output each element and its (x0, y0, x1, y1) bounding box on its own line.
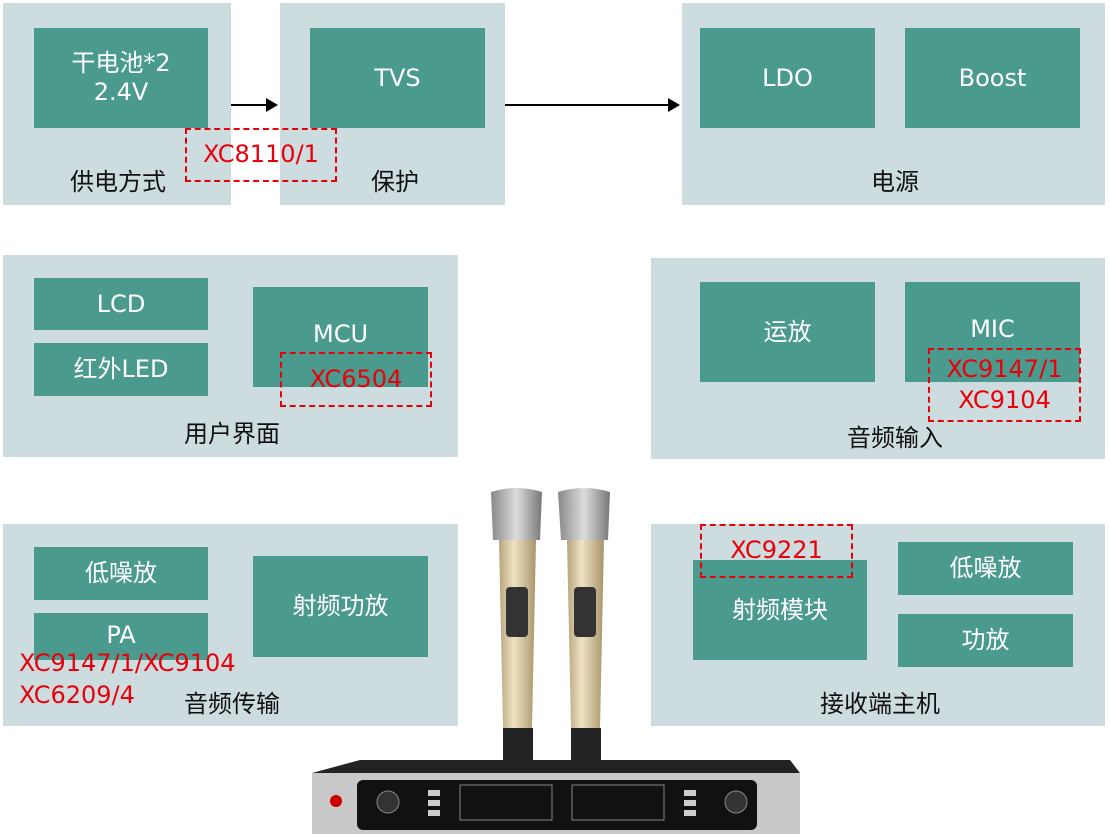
mic-text: MIC (970, 315, 1015, 343)
receiver-amp-block: 功放 (898, 614, 1073, 667)
power-label: 电源 (871, 168, 919, 196)
rf-pa-block: 射频功放 (253, 556, 428, 657)
receiver-label: 接收端主机 (820, 690, 940, 718)
chip-xc9147-text: XC9147/1 (946, 354, 1063, 383)
opamp-block: 运放 (700, 282, 875, 382)
chip-xc8110-text: XC8110/1 (203, 140, 319, 169)
microphone-icon (491, 488, 542, 768)
chip-xc6504: XC6504 (280, 352, 432, 407)
lna-block: 低噪放 (34, 547, 208, 600)
chip-xc9104-text: XC9104 (958, 386, 1051, 414)
chip-xc8110: XC8110/1 (185, 128, 337, 182)
arrow-right-icon (505, 98, 680, 112)
pa-text: PA (106, 621, 136, 649)
receiver-lna-block: 低噪放 (898, 542, 1073, 595)
battery-voltage: 2.4V (93, 78, 149, 106)
chip-xc9147-xc9104-text: XC9147/1/XC9104 (19, 649, 236, 677)
user-interface-label: 用户界面 (184, 420, 280, 448)
ldo-block: LDO (700, 28, 875, 128)
ir-led-block: 红外LED (34, 343, 208, 396)
tvs-block: TVS (310, 28, 485, 128)
chip-xc9221: XC9221 (700, 524, 853, 578)
lcd-block: LCD (34, 278, 208, 330)
battery-block: 干电池*2 2.4V (34, 28, 208, 128)
microphone-icon (558, 488, 610, 768)
mcu-text: MCU (312, 320, 369, 348)
pa-block: PA (34, 613, 208, 660)
protection-label: 保护 (371, 168, 419, 196)
power-supply-label: 供电方式 (70, 168, 166, 196)
chip-xc9221-text: XC9221 (730, 536, 823, 565)
audio-transmission-label: 音频传输 (184, 690, 280, 718)
arrow-right-icon (231, 98, 278, 112)
mic-block: MIC (905, 282, 1080, 382)
wireless-mic-product-image (312, 488, 800, 834)
receiver-unit-icon (312, 760, 800, 834)
chip-xc6209-text: XC6209/4 (19, 681, 135, 709)
chip-audio-input: XC9147/1 XC9104 (928, 348, 1081, 422)
battery-text: 干电池*2 (71, 49, 171, 78)
chip-xc6504-text: XC6504 (309, 364, 403, 393)
mcu-block: MCU (253, 287, 428, 387)
boost-block: Boost (905, 28, 1080, 128)
audio-input-label: 音频输入 (847, 424, 943, 452)
